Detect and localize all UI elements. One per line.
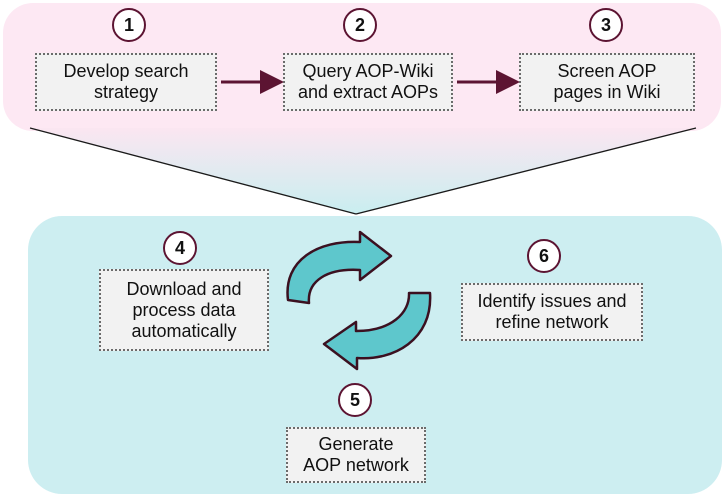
step-5-label-line1: Generate [318,434,394,454]
step-1-number: 1 [112,8,146,42]
step-4-box: Download and process data automatically [99,269,269,351]
step-2-label-line2: and extract AOPs [297,82,439,102]
funnel-shape [30,128,696,214]
step-3-box: Screen AOP pages in Wiki [519,53,695,111]
step-5-box: Generate AOP network [286,427,426,483]
step-1-box: Develop search strategy [35,53,217,111]
step-6-number: 6 [527,239,561,273]
cycle-arrow-bottom [322,291,432,371]
step-6-label-line1: Identify issues and [477,291,627,311]
step-1-label-line1: Develop search [63,61,189,81]
step-4-label-line2: process data [132,299,236,320]
step-6-box: Identify issues and refine network [461,283,643,341]
step-5-number: 5 [338,383,372,417]
step-2-label-line1: Query AOP-Wiki [302,61,434,81]
cycle-arrow-top [286,230,393,305]
step-3-label-line1: Screen AOP [557,61,657,81]
step-4-label-line1: Download and [126,278,242,299]
step-6-label-line2: refine network [495,312,609,332]
step-5-label-line2: AOP network [303,455,409,475]
step-4-label-line3: automatically [131,320,237,341]
step-3-number: 3 [589,8,623,42]
step-4-number: 4 [163,231,197,265]
step-1-label-line2: strategy [93,82,158,102]
step-3-label-line2: pages in Wiki [553,82,661,102]
step-2-number: 2 [343,8,377,42]
step-2-box: Query AOP-Wiki and extract AOPs [283,53,453,111]
cycle-arrows-icon [286,230,432,371]
